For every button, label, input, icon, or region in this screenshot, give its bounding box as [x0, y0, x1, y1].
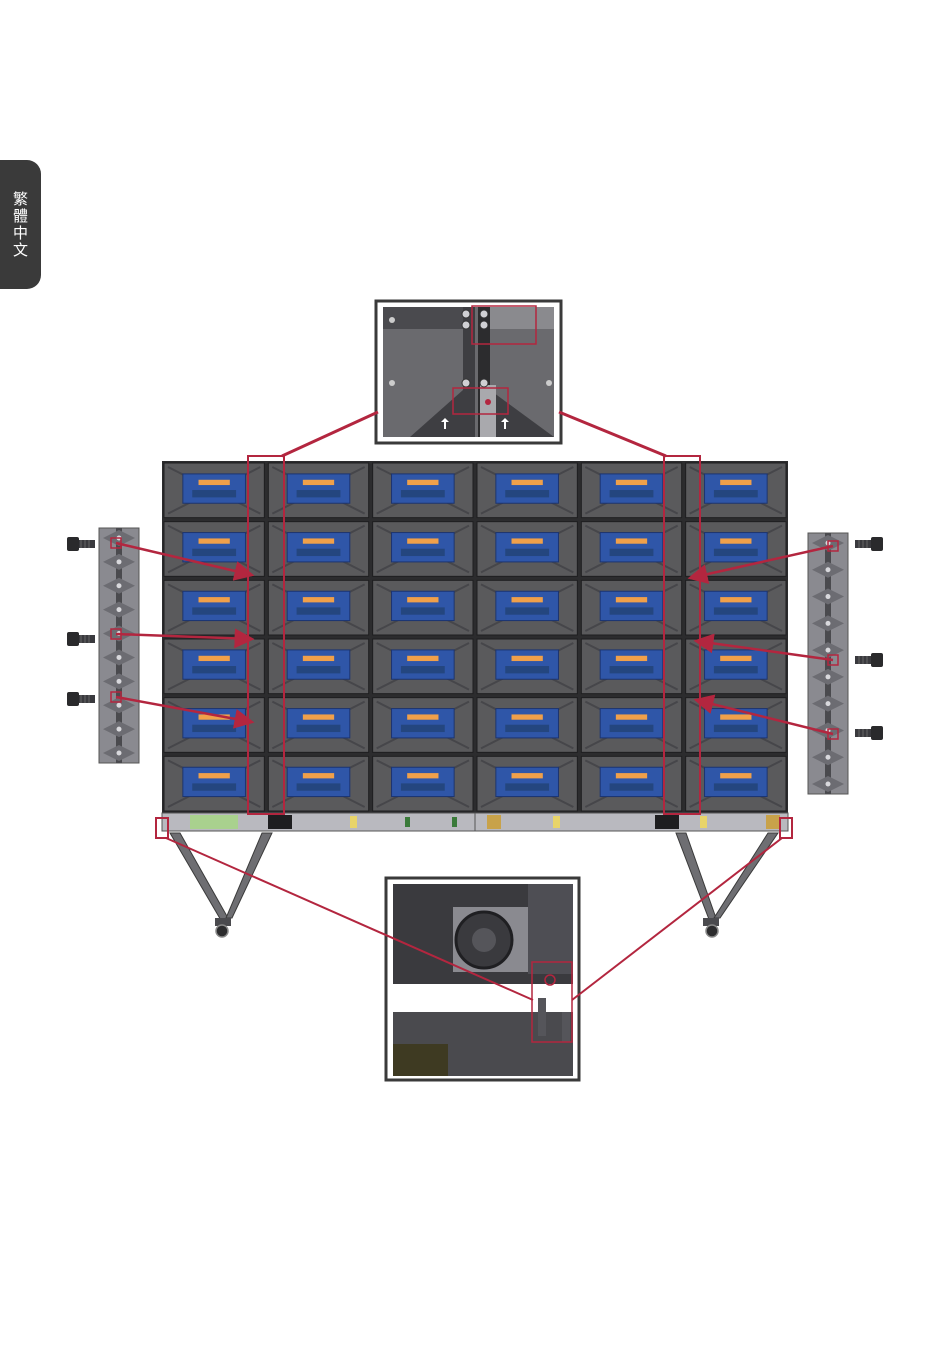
bottom-rail-indicator [452, 817, 457, 827]
led-cabinet [373, 639, 473, 694]
led-cabinet [164, 756, 264, 811]
bottom-rail-green-module [190, 815, 238, 829]
led-cabinet [164, 522, 264, 577]
bottom-detail-inset [386, 878, 579, 1080]
screw-icon [67, 537, 95, 551]
bottom-rail-indicator [553, 816, 560, 828]
led-cabinet [477, 756, 577, 811]
led-cabinet [581, 463, 681, 518]
led-cabinet [477, 580, 577, 635]
bottom-rail-gold-module [487, 815, 501, 829]
caster-wheel-icon [706, 925, 718, 937]
led-cabinet [581, 522, 681, 577]
screw-icon [855, 653, 883, 667]
bottom-rail-connector [655, 815, 679, 829]
led-cabinet [581, 698, 681, 753]
bottom-rail-indicator [405, 817, 410, 827]
led-cabinet [581, 639, 681, 694]
caster-wheel-icon [216, 925, 228, 937]
led-cabinet [581, 756, 681, 811]
led-video-wall [162, 461, 788, 813]
led-cabinet [164, 698, 264, 753]
left-side-bracket [99, 528, 139, 763]
top-detail-inset [376, 301, 561, 443]
bottom-rail-indicator [700, 816, 707, 828]
bottom-rail-indicator [350, 816, 357, 828]
bottom-rail-gold-module [766, 815, 780, 829]
led-cabinet [373, 698, 473, 753]
screw-icon [67, 632, 95, 646]
led-cabinet [373, 522, 473, 577]
led-cabinet [373, 756, 473, 811]
led-cabinet [373, 463, 473, 518]
bottom-rail-connector [268, 815, 292, 829]
led-cabinet [373, 580, 473, 635]
led-cabinet [164, 580, 264, 635]
led-cabinet [477, 463, 577, 518]
bottom-rail [162, 813, 788, 831]
screw-icon [67, 692, 95, 706]
led-cabinet [477, 522, 577, 577]
led-cabinet [477, 698, 577, 753]
led-cabinet [477, 639, 577, 694]
screw-icon [855, 726, 883, 740]
led-cabinet [164, 463, 264, 518]
led-cabinet [581, 580, 681, 635]
screw-icon [855, 537, 883, 551]
led-cabinet [164, 639, 264, 694]
